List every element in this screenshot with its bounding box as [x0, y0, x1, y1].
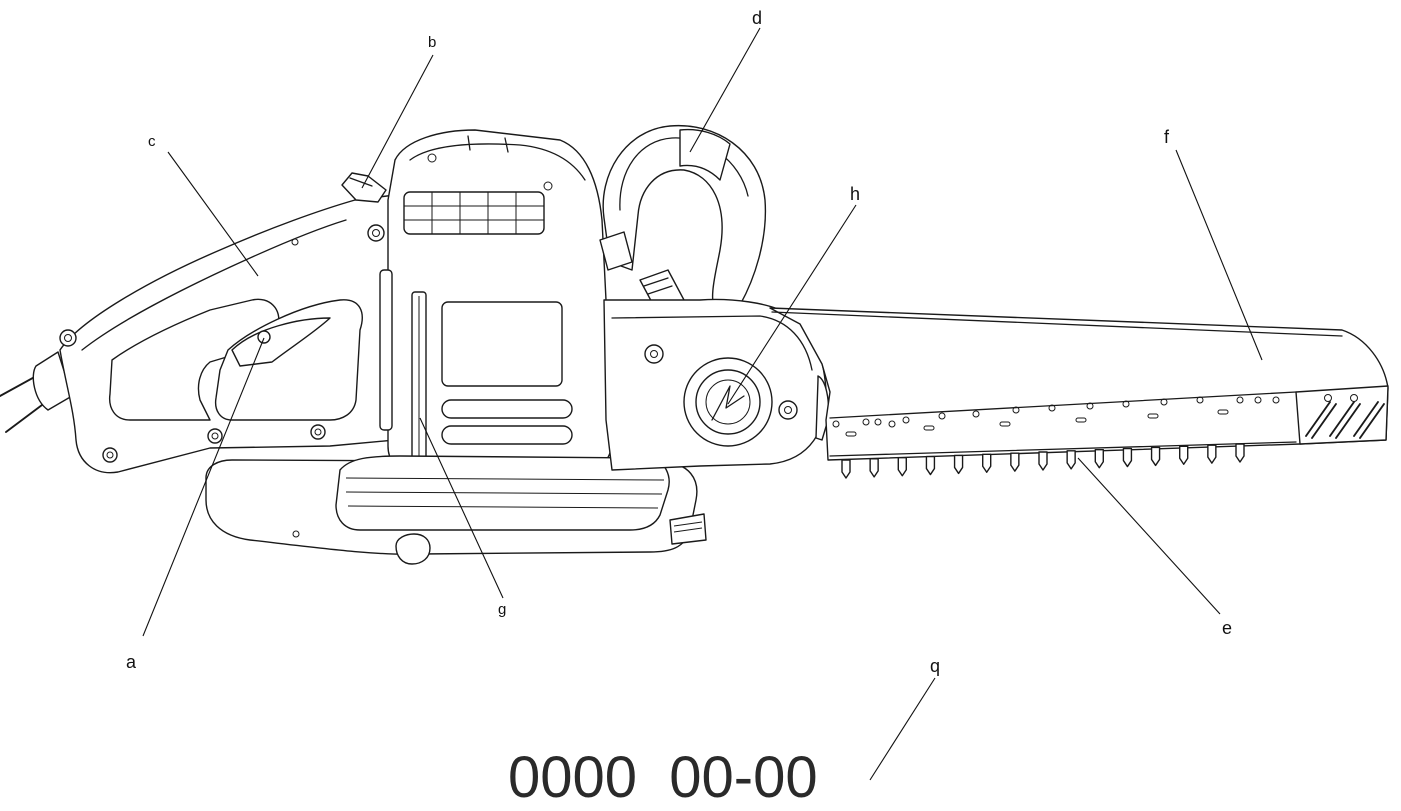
- callout-h: h: [850, 184, 860, 204]
- callout-q: q: [930, 656, 940, 676]
- chain-tooth: [1066, 450, 1076, 470]
- base-housing: [205, 455, 707, 565]
- chain-tooth: [1150, 446, 1161, 467]
- chain-tooth: [1038, 451, 1048, 471]
- callout-a: a: [126, 652, 137, 672]
- callout-f: f: [1164, 127, 1170, 147]
- sprocket-cover: [603, 298, 830, 471]
- chain-tooth: [841, 459, 851, 479]
- chain-tooth: [1179, 445, 1189, 465]
- chain-tooth: [897, 457, 907, 477]
- callout-c: c: [148, 133, 156, 150]
- chain-tooth: [925, 455, 936, 476]
- callout-g: g: [498, 601, 506, 618]
- callout-b: b: [428, 34, 436, 51]
- saw-chain: [841, 443, 1245, 479]
- motor-housing: [379, 129, 613, 471]
- bar-holes: [832, 396, 1280, 437]
- callout-d: d: [752, 8, 762, 28]
- code-label: 0000 00-00: [508, 745, 818, 810]
- chain-tooth: [1207, 444, 1217, 464]
- front-handle: [599, 124, 767, 313]
- guide-bar: [769, 307, 1389, 461]
- power-cord: [0, 351, 73, 433]
- chain-tooth: [1094, 449, 1104, 469]
- chain-tooth: [1122, 447, 1133, 468]
- rear-handle: [59, 172, 406, 474]
- chain-tooth: [869, 458, 879, 478]
- leader-lines: [142, 27, 1263, 781]
- chain-tooth: [1010, 452, 1020, 472]
- chain-tooth: [982, 453, 992, 473]
- chain-tooth: [953, 454, 964, 475]
- chain-tooth: [1235, 443, 1245, 463]
- callout-e: e: [1222, 618, 1232, 638]
